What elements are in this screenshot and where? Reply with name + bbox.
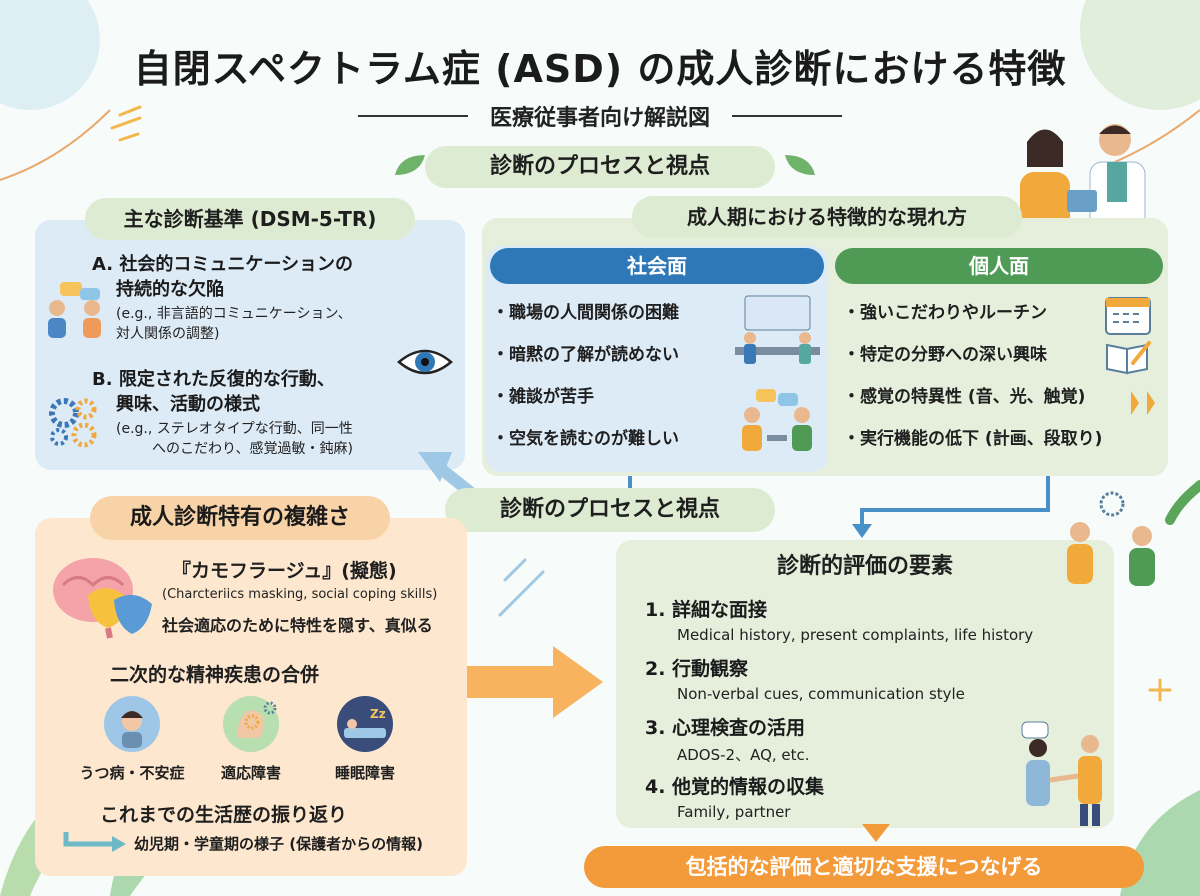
evaluation-item-title: 4. 他覚的情報の収集 (645, 776, 825, 798)
camouflage-title: 『カモフラージュ』(擬態) (172, 560, 397, 582)
criterion-b-example-1: (e.g., ステレオタイプな行動、同一性 (116, 421, 353, 437)
evaluation-item: 1. 詳細な面接 Medical history, present compla… (645, 595, 1033, 644)
criteria-panel (35, 220, 465, 470)
personal-item: ・感覚の特異性 (音、光、触覚) (843, 387, 1086, 407)
comorbidity-title: 二次的な精神疾患の合併 (110, 664, 320, 686)
criterion-a-title-1: A. 社会的コミュニケーションの (92, 254, 354, 275)
social-header: 社会面 (490, 248, 824, 284)
chat-illustration (742, 389, 812, 451)
camouflage-description: 社会適応のために特性を隠す、真似る (162, 616, 433, 635)
down-arrow-icon (862, 824, 890, 842)
criterion-a-example-2: 対人関係の調整) (116, 326, 220, 342)
medical-staff-illustration (1020, 124, 1146, 232)
page-title: 自閉スペクトラム症 (ASD) の成人診断における特徴 (133, 47, 1067, 91)
process-label-middle: 診断のプロセスと視点 (445, 488, 775, 532)
conversation-icon (48, 282, 101, 338)
evaluation-item: 3. 心理検査の活用 ADOS-2、AQ, etc. (645, 713, 810, 765)
evaluation-item: 4. 他覚的情報の収集 Family, partner (645, 772, 824, 821)
gears-icon (49, 398, 97, 448)
process-label-top: 診断のプロセスと視点 (425, 146, 775, 188)
social-item: ・暗黙の了解が読めない (492, 345, 679, 365)
criterion-b-example-2: へのこだわり、感覚過敏・鈍麻) (152, 441, 353, 457)
subtitle-divider-left (357, 115, 468, 117)
adjustment-disorder-icon (223, 696, 279, 752)
life-history-title: これまでの生活歴の振り返り (100, 804, 348, 826)
handshake-illustration (1021, 721, 1102, 826)
evaluation-item-title: 2. 行動観察 (645, 658, 749, 680)
criteria-heading: 主な診断基準 (DSM-5-TR) (85, 198, 415, 240)
personal-item: ・実行機能の低下 (計画、段取り) (843, 429, 1103, 449)
depression-anxiety-icon (104, 696, 160, 752)
flow-arrow-right (467, 646, 603, 718)
personal-header: 個人面 (835, 248, 1163, 284)
comorbidity-label-depression: うつ病・不安症 (79, 764, 185, 782)
eye-icon (397, 349, 453, 375)
life-history-description: 幼児期・学童期の様子 (保護者からの情報) (134, 835, 423, 853)
evaluation-heading: 診断的評価の要素 (776, 554, 953, 579)
criterion-b: B. 限定された反復的な行動、 興味、活動の様式 (e.g., ステレオタイプな… (92, 367, 422, 459)
evaluation-item-title: 3. 心理検査の活用 (645, 717, 806, 739)
evaluation-item-title: 1. 詳細な面接 (645, 599, 768, 621)
leaf-icon (785, 155, 815, 175)
svg-text:Zz: Zz (370, 707, 386, 721)
adult-heading: 成人期における特徴的な現れ方 (632, 196, 1022, 238)
criterion-a-example-1: (e.g., 非言語的コミュニケーション、 (116, 306, 352, 322)
brain-mask-icon (53, 558, 152, 639)
arrow-right-icon (63, 832, 126, 852)
criterion-a: A. 社会的コミュニケーションの 持続的な欠陥 (e.g., 非言語的コミュニケ… (92, 252, 422, 344)
evaluation-item-detail: Non-verbal cues, communication style (677, 685, 965, 703)
evaluation-item: 2. 行動観察 Non-verbal cues, communication s… (645, 654, 965, 703)
leaf-icon (395, 155, 425, 175)
complexity-heading: 成人診断特有の複雑さ (90, 496, 390, 540)
criterion-a-title-2: 持続的な欠陥 (116, 279, 224, 300)
personal-item: ・特定の分野への深い興味 (843, 345, 1047, 365)
sleep-disorder-icon: Zz (337, 696, 393, 752)
comorbidity-label-adjustment: 適応障害 (220, 764, 281, 782)
evaluation-item-detail: Medical history, present complaints, lif… (677, 626, 1034, 644)
comorbidity-label-sleep: 睡眠障害 (334, 764, 395, 782)
social-item: ・雑談が苦手 (492, 387, 594, 407)
social-item: ・職場の人間関係の困難 (492, 303, 679, 323)
social-item: ・空気を読むのが難しい (492, 429, 679, 449)
book-icon (1106, 341, 1151, 375)
consultation-illustration (1067, 491, 1155, 586)
social-list: ・職場の人間関係の困難 ・暗黙の了解が読めない ・雑談が苦手 ・空気を読むのが難… (492, 302, 679, 450)
page-subtitle: 医療従事者向け解説図 (489, 106, 710, 131)
personal-item: ・強いこだわりやルーチン (843, 303, 1047, 323)
conclusion-banner: 包括的な評価と適切な支援につなげる (584, 846, 1144, 888)
personal-list: ・強いこだわりやルーチン ・特定の分野への深い興味 ・感覚の特異性 (音、光、触… (843, 302, 1102, 450)
evaluation-item-detail: Family, partner (677, 803, 791, 821)
camouflage-english: (Charcteriics masking, social coping ski… (162, 587, 438, 602)
subtitle-divider-right (732, 115, 842, 117)
evaluation-item-detail: ADOS-2、AQ, etc. (677, 746, 810, 764)
subtitle-row: 医療従事者向け解説図 (0, 100, 1200, 132)
sensory-icon (1131, 391, 1155, 415)
meeting-illustration (735, 295, 820, 364)
criterion-b-title-1: B. 限定された反復的な行動、 (92, 369, 335, 390)
calendar-icon (1105, 297, 1151, 335)
criterion-b-title-2: 興味、活動の様式 (116, 394, 260, 415)
